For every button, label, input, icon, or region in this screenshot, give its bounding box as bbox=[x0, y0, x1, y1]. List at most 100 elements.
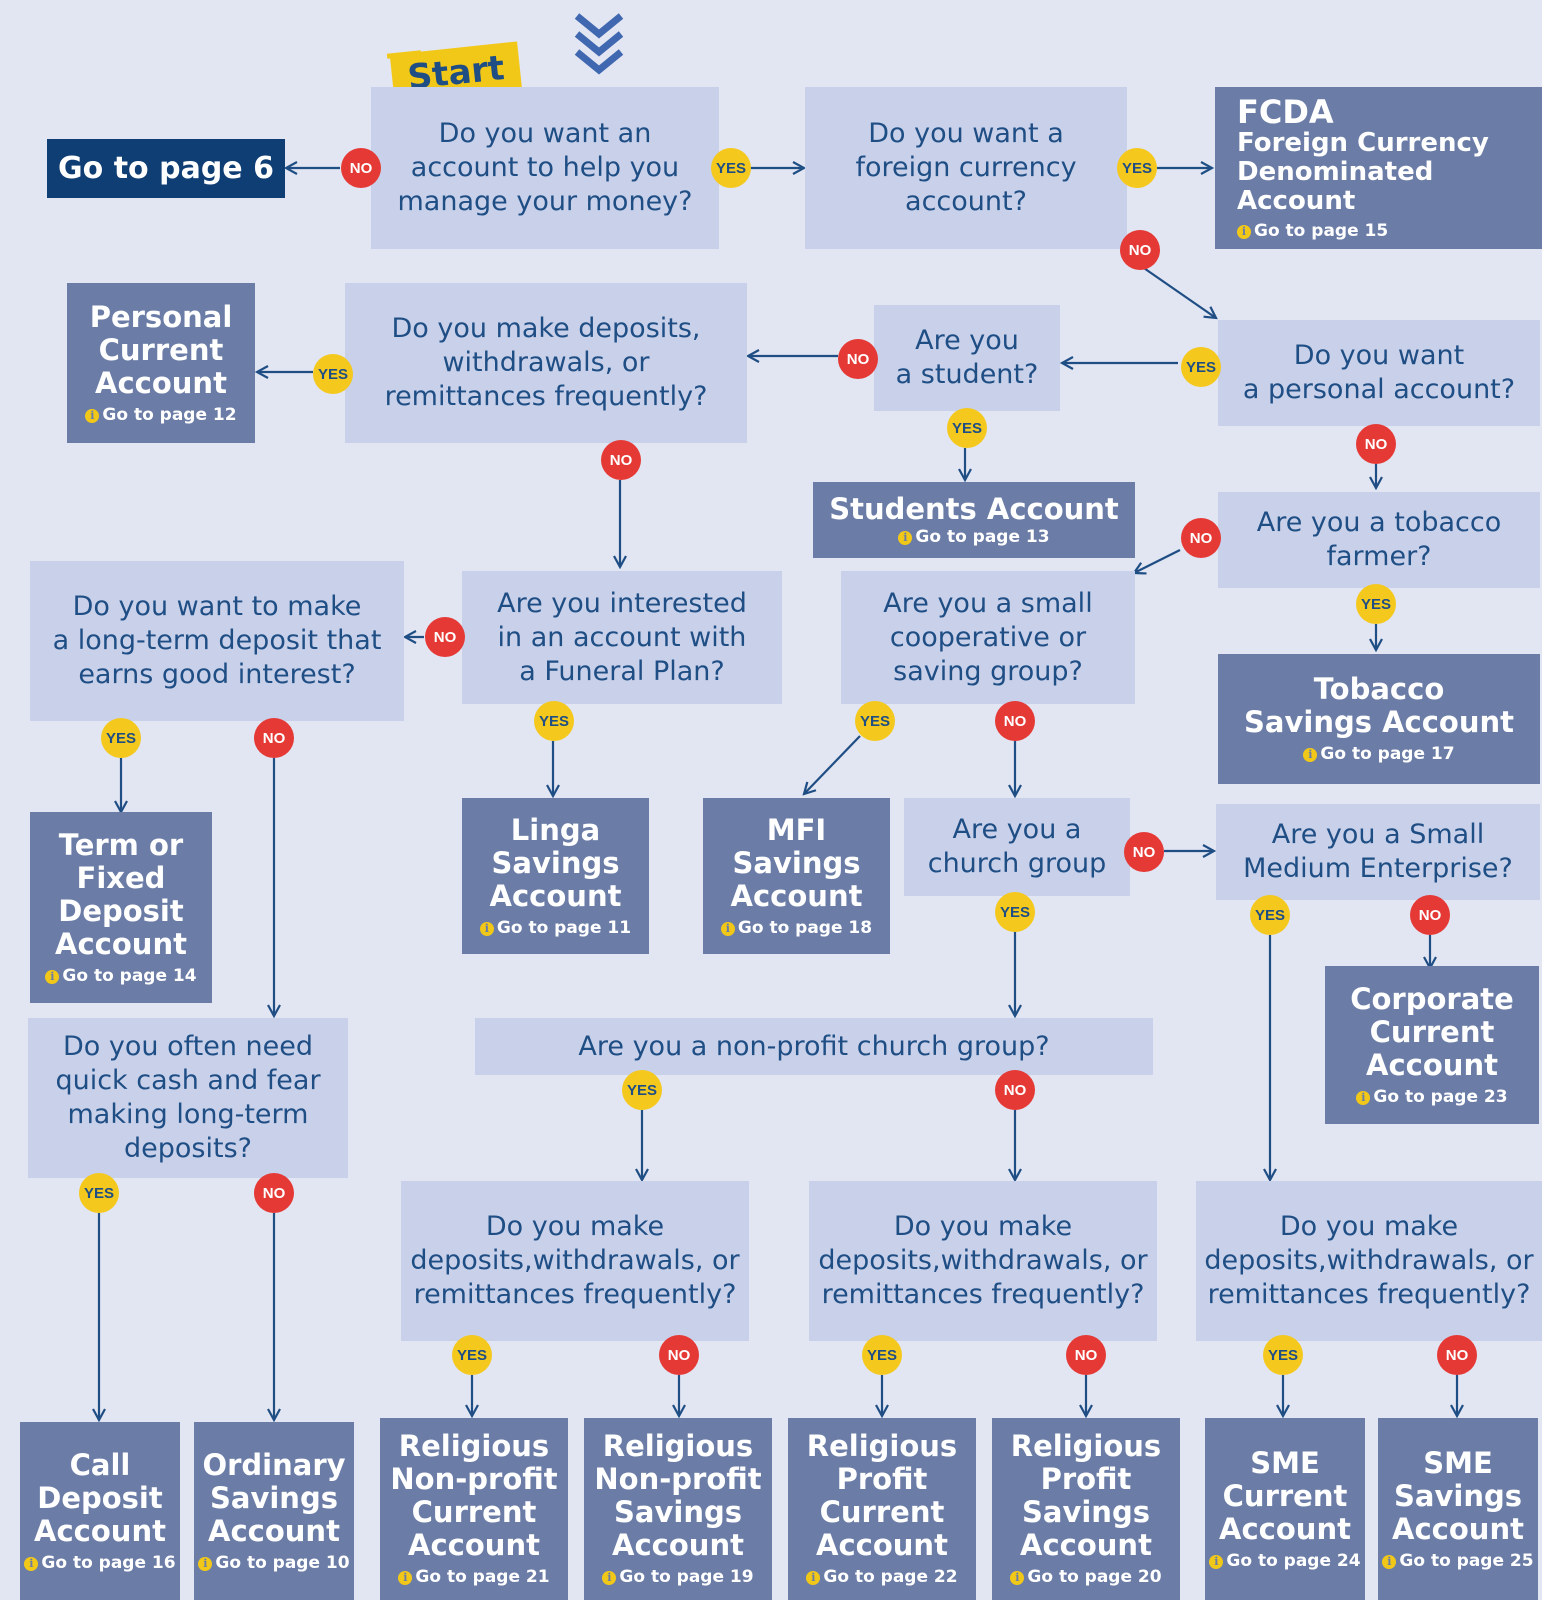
result-title: Tobacco Savings Account bbox=[1244, 672, 1514, 739]
fcda-subtitle: Foreign Currency Denominated Account bbox=[1237, 127, 1489, 216]
info-icon: i bbox=[1010, 1571, 1025, 1585]
no-badge: NO bbox=[1120, 230, 1160, 270]
question-frequent-deposits-profit: Do you make deposits,withdrawals, or rem… bbox=[809, 1181, 1157, 1341]
info-icon: i bbox=[1382, 1554, 1397, 1569]
yes-badge: YES bbox=[622, 1070, 662, 1110]
info-icon: i bbox=[720, 921, 735, 936]
no-badge: NO bbox=[425, 617, 465, 657]
result-title: Call Deposit Account bbox=[34, 1447, 166, 1548]
chevron-down-icon bbox=[574, 13, 624, 75]
result-title: Religious Profit Savings Account bbox=[1010, 1429, 1162, 1562]
question-quick-cash: Do you often need quick cash and fear ma… bbox=[28, 1018, 348, 1178]
question-personal-account: Do you want a personal account? bbox=[1218, 320, 1540, 426]
yes-badge: YES bbox=[1117, 148, 1157, 188]
yes-badge: YES bbox=[79, 1173, 119, 1213]
yes-badge: YES bbox=[101, 718, 141, 758]
question-cooperative: Are you a small cooperative or saving gr… bbox=[841, 571, 1135, 704]
yes-badge: YES bbox=[995, 892, 1035, 932]
info-icon: i bbox=[1209, 1554, 1224, 1569]
result-title: Religious Profit Current Account bbox=[806, 1429, 958, 1562]
yes-badge: YES bbox=[452, 1335, 492, 1375]
info-icon: i bbox=[198, 1556, 213, 1571]
go-to-page-6-box[interactable]: Go to page 6 bbox=[47, 139, 285, 198]
result-title: Linga Savings Account bbox=[489, 812, 622, 913]
info-icon: i bbox=[85, 408, 100, 423]
no-badge: NO bbox=[995, 1070, 1035, 1110]
info-icon: i bbox=[398, 1571, 413, 1585]
result-title: Religious Non-profit Current Account bbox=[390, 1429, 558, 1562]
result-title: SME Savings Account bbox=[1392, 1445, 1524, 1546]
result-title: MFI Savings Account bbox=[730, 812, 863, 913]
question-long-term-deposit: Do you want to make a long-term deposit … bbox=[30, 561, 404, 721]
no-badge: NO bbox=[1066, 1335, 1106, 1375]
no-badge: NO bbox=[838, 339, 878, 379]
fcda-title: FCDA bbox=[1237, 92, 1334, 131]
question-frequent-deposits-nonprofit: Do you make deposits,withdrawals, or rem… bbox=[401, 1181, 749, 1341]
yes-badge: YES bbox=[1181, 347, 1221, 387]
no-badge: NO bbox=[254, 718, 294, 758]
no-badge: NO bbox=[659, 1335, 699, 1375]
no-badge: NO bbox=[995, 701, 1035, 741]
no-badge: NO bbox=[254, 1173, 294, 1213]
result-title: Corporate Current Account bbox=[1350, 981, 1514, 1082]
no-badge: NO bbox=[601, 440, 641, 480]
yes-badge: YES bbox=[534, 701, 574, 741]
question-student: Are you a student? bbox=[874, 305, 1060, 411]
question-tobacco-farmer: Are you a tobacco farmer? bbox=[1218, 492, 1540, 588]
result-title: Students Account bbox=[829, 491, 1119, 526]
result-fcda[interactable]: FCDA Foreign Currency Denominated Accoun… bbox=[1215, 87, 1542, 249]
info-icon: i bbox=[602, 1571, 617, 1585]
no-badge: NO bbox=[1356, 424, 1396, 464]
result-title: Term or Fixed Deposit Account bbox=[55, 827, 187, 961]
info-icon: i bbox=[479, 921, 494, 936]
result-title: Personal Current Account bbox=[89, 299, 233, 400]
result-title: Ordinary Savings Account bbox=[202, 1447, 346, 1548]
no-badge: NO bbox=[1437, 1335, 1477, 1375]
no-badge: NO bbox=[1181, 518, 1221, 558]
info-icon: i bbox=[1237, 224, 1251, 239]
yes-badge: YES bbox=[313, 354, 353, 394]
result-title: Religious Non-profit Savings Account bbox=[594, 1429, 762, 1562]
info-icon: i bbox=[898, 530, 913, 545]
yes-badge: YES bbox=[1263, 1335, 1303, 1375]
info-icon: i bbox=[24, 1556, 39, 1571]
no-badge: NO bbox=[1124, 832, 1164, 872]
no-badge: NO bbox=[341, 148, 381, 188]
info-icon: i bbox=[45, 969, 60, 984]
question-frequent-deposits-sme: Do you make deposits,withdrawals, or rem… bbox=[1196, 1181, 1542, 1341]
question-frequent-deposits: Do you make deposits, withdrawals, or re… bbox=[345, 283, 747, 443]
question-manage-money: Do you want an account to help you manag… bbox=[371, 87, 719, 249]
info-icon: i bbox=[1303, 748, 1318, 762]
yes-badge: YES bbox=[855, 701, 895, 741]
yes-badge: YES bbox=[947, 408, 987, 448]
